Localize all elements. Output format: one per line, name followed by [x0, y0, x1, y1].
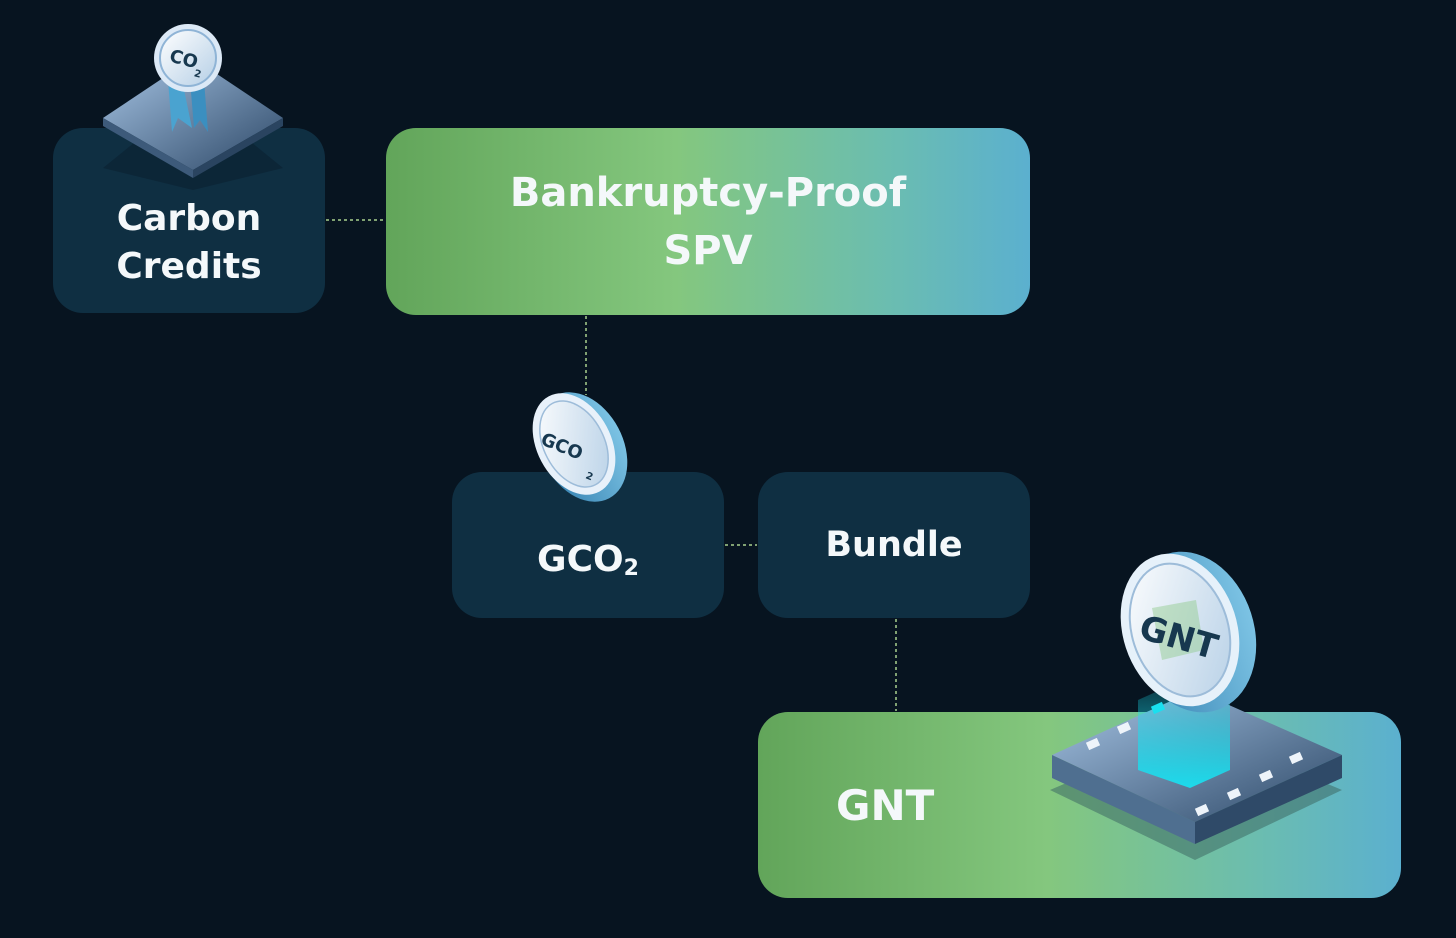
- spv-node: Bankruptcy-Proof SPV: [386, 128, 1030, 315]
- co2-certificate-icon: CO 2: [103, 24, 283, 190]
- bundle-label: Bundle: [825, 525, 963, 565]
- gnt-coin-icon: GNT: [1120, 551, 1257, 713]
- gnt-label: GNT: [836, 780, 935, 830]
- spv-label: Bankruptcy-Proof SPV: [509, 169, 907, 274]
- gco2-label-text: GCO: [537, 539, 624, 580]
- gco2-coin-icon: GCO 2: [532, 392, 628, 502]
- gco2-label-subscript: 2: [623, 556, 639, 581]
- certificate-sub-text: 2: [193, 68, 203, 80]
- bundle-node: Bundle: [758, 472, 1030, 618]
- gco2-coin-sub: 2: [584, 471, 595, 484]
- gco2-label: GCO2: [537, 539, 639, 581]
- gnt-chip-icon: [1050, 682, 1342, 860]
- carbon-credits-label: Carbon Credits: [116, 197, 262, 287]
